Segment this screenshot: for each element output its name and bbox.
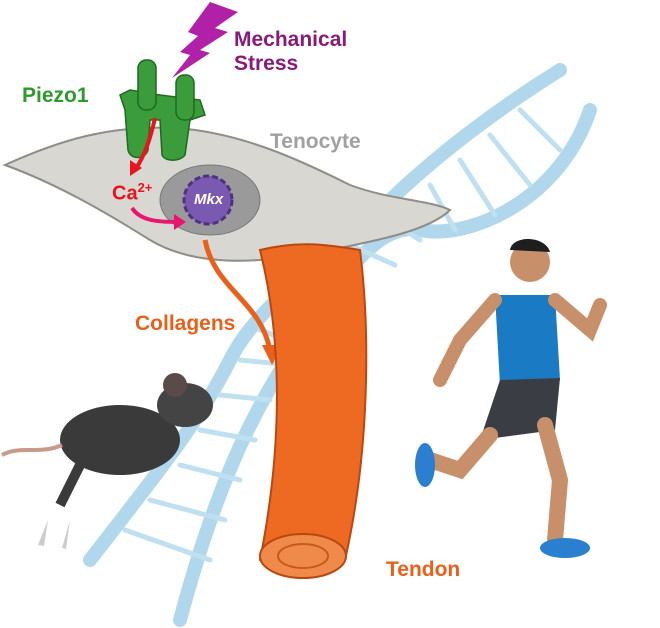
collagen-arrow — [202, 239, 273, 351]
calcium-to-mkx-arrow — [130, 206, 179, 224]
tendon — [258, 243, 368, 576]
piezo1-label: Piezo1 — [22, 84, 89, 107]
calcium-symbol: Ca — [112, 182, 138, 205]
mkx-protein — [182, 174, 234, 226]
mechanical-stress-line2: Stress — [234, 52, 299, 75]
tenocyte-label: Tenocyte — [270, 130, 361, 153]
runner — [415, 238, 607, 558]
piezo1-channel — [119, 59, 206, 161]
lightning-bolt-icon — [172, 2, 238, 78]
calcium-label: Ca2+ — [112, 180, 152, 206]
mkx-label: Mkx — [194, 191, 224, 208]
tendon-label: Tendon — [386, 558, 461, 581]
calcium-charge: 2+ — [137, 180, 153, 195]
collagens-label: Collagens — [135, 312, 236, 335]
mechanical-stress-line1: Mechanical — [234, 28, 348, 51]
mouse — [1, 373, 213, 549]
mechanical-stress-label: Mechanical Stress — [234, 28, 347, 76]
